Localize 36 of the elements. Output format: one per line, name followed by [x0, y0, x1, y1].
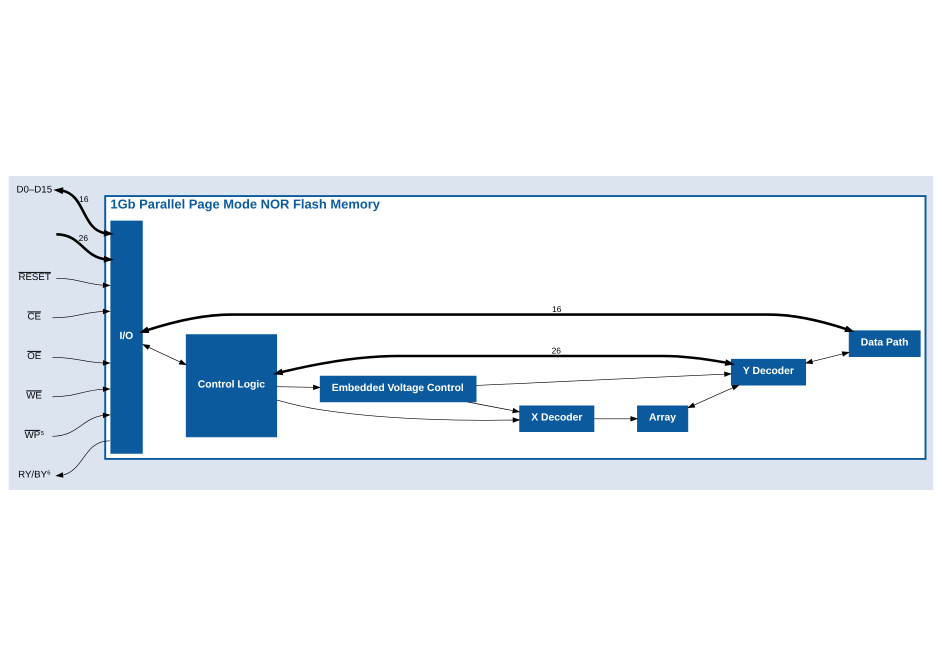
arrow	[276, 400, 520, 423]
arrow	[53, 187, 114, 237]
arrow	[52, 412, 111, 437]
arrow	[476, 371, 732, 386]
arrow	[56, 232, 114, 263]
node-text: D0–D15	[16, 184, 52, 196]
node-box: I/O	[110, 220, 143, 454]
arrow	[139, 313, 855, 334]
node-box: X Decoder	[519, 406, 594, 432]
node-text: OE	[27, 350, 42, 362]
arrow	[56, 278, 111, 288]
node-text: RY/BY$^{6}$	[18, 469, 50, 480]
node-box: Data Path	[848, 330, 921, 357]
node-box: Y Decoder	[730, 358, 806, 386]
node-text: CE	[28, 311, 41, 322]
arrow	[687, 384, 740, 408]
arrow	[273, 354, 735, 376]
arrow	[55, 440, 110, 478]
arrow	[52, 386, 111, 398]
arrow	[52, 356, 111, 366]
arrow	[804, 351, 850, 364]
arrow	[594, 416, 638, 422]
edge-label: 16	[79, 194, 89, 204]
arrow	[276, 384, 321, 390]
arrow	[52, 308, 111, 318]
node-text: RESET	[18, 272, 51, 283]
node-text: WE	[26, 390, 42, 402]
node-box: Control Logic	[186, 334, 278, 438]
arrow	[142, 344, 187, 366]
edge-label: 16	[552, 304, 562, 314]
node-text: WP$^{5}$	[24, 430, 44, 441]
arrow	[467, 402, 520, 414]
node-box: Array	[637, 406, 688, 432]
edge-label: 26	[552, 346, 561, 356]
edge-label: 26	[78, 233, 88, 243]
node-box: Embedded Voltage Control	[320, 376, 476, 402]
